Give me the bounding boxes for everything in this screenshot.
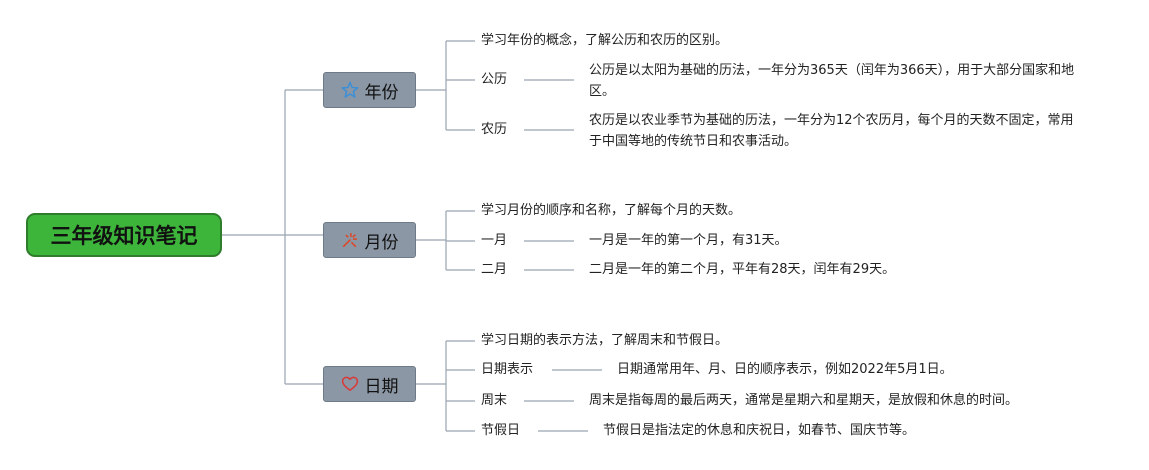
subtopic-description: 农历是以农业季节为基础的历法，一年分为12个农历月，每个月的天数不固定，常用于中… bbox=[589, 113, 1074, 149]
star-icon bbox=[341, 81, 358, 98]
topic-node-month[interactable]: 月份 bbox=[323, 222, 416, 258]
subtopic-description: 二月是一年的第二个月，平年有28天，闰年有29天。 bbox=[589, 262, 896, 277]
subtopic-term: 一月 bbox=[481, 233, 508, 248]
subtopic-description: 节假日是指法定的休息和庆祝日，如春节、国庆节等。 bbox=[603, 423, 916, 438]
topic-label: 月份 bbox=[364, 232, 399, 253]
topic-intro: 学习年份的概念，了解公历和农历的区别。 bbox=[481, 33, 729, 48]
subtopic-description: 日期通常用年、月、日的顺序表示，例如2022年5月1日。 bbox=[617, 362, 953, 377]
root-node[interactable]: 三年级知识笔记 bbox=[26, 213, 222, 257]
topic-label: 日期 bbox=[364, 376, 399, 397]
topic-label: 年份 bbox=[364, 82, 399, 103]
subtopic-term: 节假日 bbox=[481, 423, 521, 438]
subtopic-term: 日期表示 bbox=[481, 362, 534, 377]
subtopic-term: 公历 bbox=[481, 72, 508, 87]
subtopic-term: 二月 bbox=[481, 262, 508, 277]
fireworks-icon bbox=[342, 232, 357, 248]
topic-intro: 学习日期的表示方法，了解周末和节假日。 bbox=[481, 333, 729, 348]
subtopic-description: 一月是一年的第一个月，有31天。 bbox=[589, 233, 788, 248]
subtopic-term: 周末 bbox=[481, 393, 508, 408]
topic-node-date[interactable]: 日期 bbox=[323, 366, 416, 402]
subtopic-term: 农历 bbox=[481, 122, 508, 137]
topic-intro: 学习月份的顺序和名称，了解每个月的天数。 bbox=[481, 203, 742, 218]
subtopic-description: 周末是指每周的最后两天，通常是星期六和星期天，是放假和休息的时间。 bbox=[589, 393, 1019, 408]
root-title: 三年级知识笔记 bbox=[50, 224, 198, 248]
topic-node-year[interactable]: 年份 bbox=[323, 72, 416, 108]
heart-icon bbox=[341, 376, 358, 392]
subtopic-description: 公历是以太阳为基础的历法，一年分为365天（闰年为366天），用于大部分国家和地… bbox=[589, 63, 1075, 99]
